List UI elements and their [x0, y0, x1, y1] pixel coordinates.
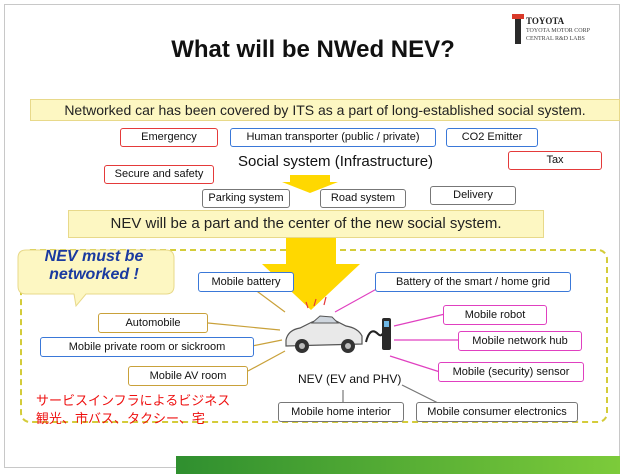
tag-security-sensor: Mobile (security) sensor — [438, 362, 584, 382]
tag-delivery: Delivery — [430, 186, 516, 205]
tag-emergency: Emergency — [120, 128, 218, 147]
slide-title: What will be NWed NEV? — [171, 36, 455, 63]
japanese-note-line-1: サービスインフラによるビジネス — [36, 393, 231, 408]
tag-road-system: Road system — [320, 189, 406, 208]
tag-smart-grid: Battery of the smart / home grid — [375, 272, 571, 292]
down-arrow-small-icon — [282, 175, 338, 193]
social-system-label: Social system (Infrastructure) — [238, 153, 434, 170]
tag-mobile-robot: Mobile robot — [443, 305, 547, 325]
logo-brand: TOYOTA — [526, 16, 565, 26]
tag-human-transporter: Human transporter (public / private) — [230, 128, 436, 147]
tag-tax: Tax — [508, 151, 602, 170]
intro-banner: Networked car has been covered by ITS as… — [30, 99, 620, 121]
tag-network-hub: Mobile network hub — [458, 331, 582, 351]
logo-line-1: TOYOTA MOTOR CORP — [526, 28, 590, 34]
japanese-note-line-2: 観光、市バス、タクシー、宅 — [36, 411, 205, 426]
toyota-logo-icon — [512, 14, 524, 44]
tag-home-interior: Mobile home interior — [278, 402, 404, 422]
tag-secure-safety: Secure and safety — [104, 165, 214, 184]
charger-plug-icon — [365, 318, 391, 350]
tag-av-room: Mobile AV room — [128, 366, 248, 386]
callout-text: NEV must be networked ! — [44, 248, 144, 283]
nev-center-label: NEV (EV and PHV) — [298, 372, 402, 386]
logo-line-2: CENTRAL R&D LABS — [526, 36, 585, 42]
nev-banner: NEV will be a part and the center of the… — [68, 210, 544, 238]
tag-parking-system: Parking system — [202, 189, 290, 208]
tag-co2-emitter: CO2 Emitter — [446, 128, 538, 147]
tag-private-room: Mobile private room or sickroom — [40, 337, 254, 357]
tag-automobile: Automobile — [98, 313, 208, 333]
callout-bubble-icon — [17, 249, 175, 308]
car-icon — [285, 315, 363, 353]
tag-consumer-electronics: Mobile consumer electronics — [416, 402, 578, 422]
tag-mobile-battery: Mobile battery — [198, 272, 294, 292]
footer-green-bar — [176, 456, 620, 474]
